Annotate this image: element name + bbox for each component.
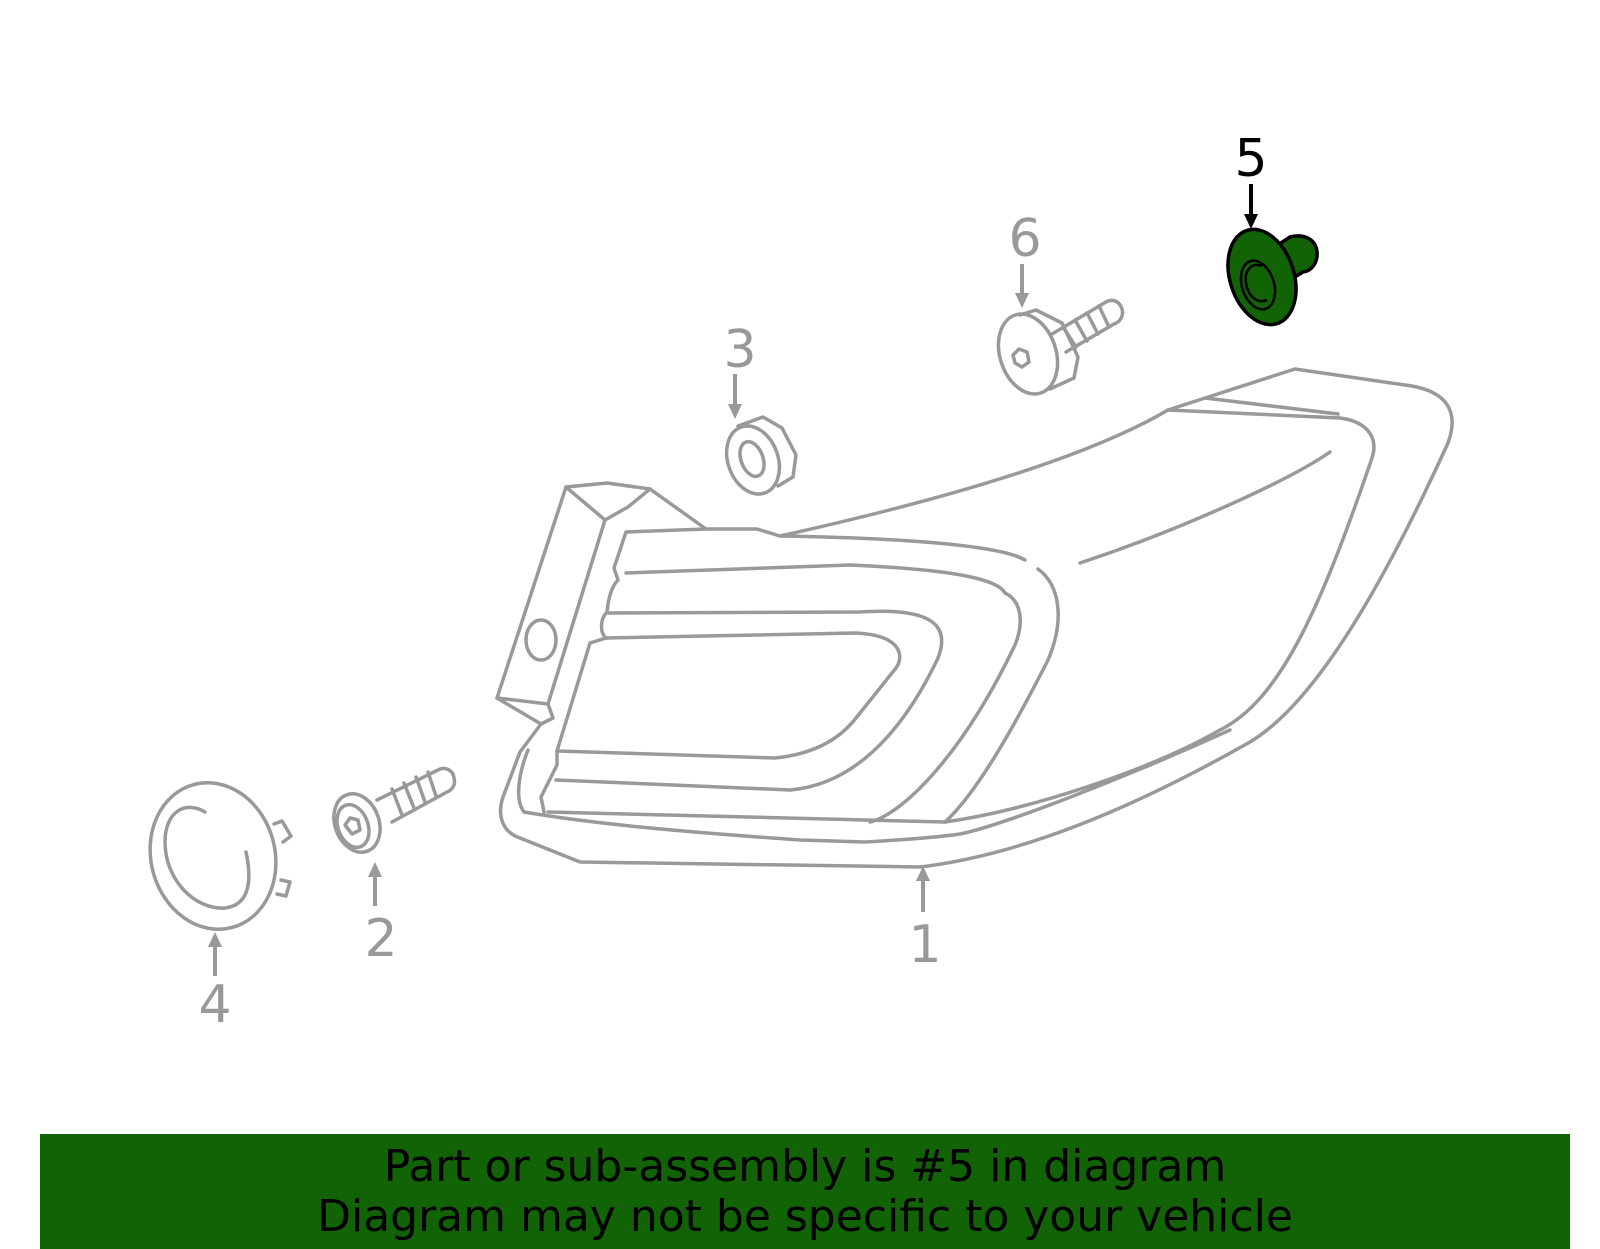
callout-4[interactable]: 4 [198, 975, 231, 1035]
arrow-2 [368, 862, 382, 906]
arrow-5 [1244, 184, 1258, 229]
arrow-4 [208, 932, 222, 976]
banner-line-1: Part or sub-assembly is #5 in diagram [383, 1140, 1227, 1192]
part-6-bolt[interactable] [989, 298, 1125, 401]
part-4-cover[interactable] [134, 768, 293, 943]
part-5-clip[interactable] [1216, 221, 1319, 334]
arrow-1 [916, 866, 930, 912]
callout-6[interactable]: 6 [1008, 209, 1041, 269]
arrow-6 [1015, 264, 1029, 308]
callout-1[interactable]: 1 [908, 915, 941, 975]
callout-3[interactable]: 3 [723, 320, 756, 380]
notice-banner: Part or sub-assembly is #5 in diagram Di… [40, 1134, 1570, 1249]
callout-2[interactable]: 2 [364, 909, 397, 969]
arrow-3 [728, 374, 742, 419]
part-2-screw[interactable] [326, 766, 457, 858]
part-3-nut[interactable] [718, 415, 798, 501]
callout-5[interactable]: 5 [1234, 129, 1267, 189]
banner-line-2: Diagram may not be specific to your vehi… [317, 1190, 1293, 1242]
part-1-tail-lamp[interactable] [495, 367, 1454, 869]
